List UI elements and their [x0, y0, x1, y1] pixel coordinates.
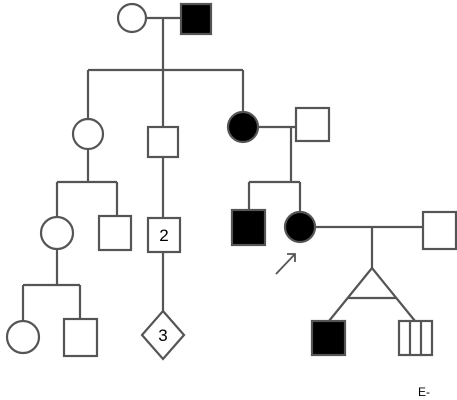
- gen3-affected-brother: [230, 208, 267, 247]
- gen1-female: [116, 2, 148, 34]
- proband-arrowhead-icon: [287, 253, 296, 262]
- proband-spouse-male: [421, 210, 457, 251]
- twin-affected-male: [310, 319, 347, 357]
- gen2-right-spouse-male: [294, 106, 331, 143]
- proband-arrow-icon: [275, 253, 296, 275]
- gen2-right-female-affected: [226, 110, 260, 144]
- twin-male-split: [397, 319, 434, 357]
- corner-label: E-: [418, 385, 430, 399]
- gen3-grouped-count: 2: [159, 226, 168, 245]
- gen2-middle-male: [146, 125, 180, 159]
- proband-female-affected: [283, 210, 317, 244]
- gen1-male-affected: [179, 2, 213, 36]
- gen2-left-female: [71, 117, 105, 151]
- gen3-female: [39, 215, 75, 251]
- gen3-spouse-male: [97, 214, 133, 252]
- gen4-grouped-unknown-diamond: [140, 309, 186, 361]
- gen4-grouped-count: 3: [158, 326, 167, 345]
- gen4-male: [62, 317, 99, 358]
- gen4-female: [5, 319, 41, 355]
- twin-right-line: [371, 267, 416, 322]
- twin-left-line: [328, 267, 373, 322]
